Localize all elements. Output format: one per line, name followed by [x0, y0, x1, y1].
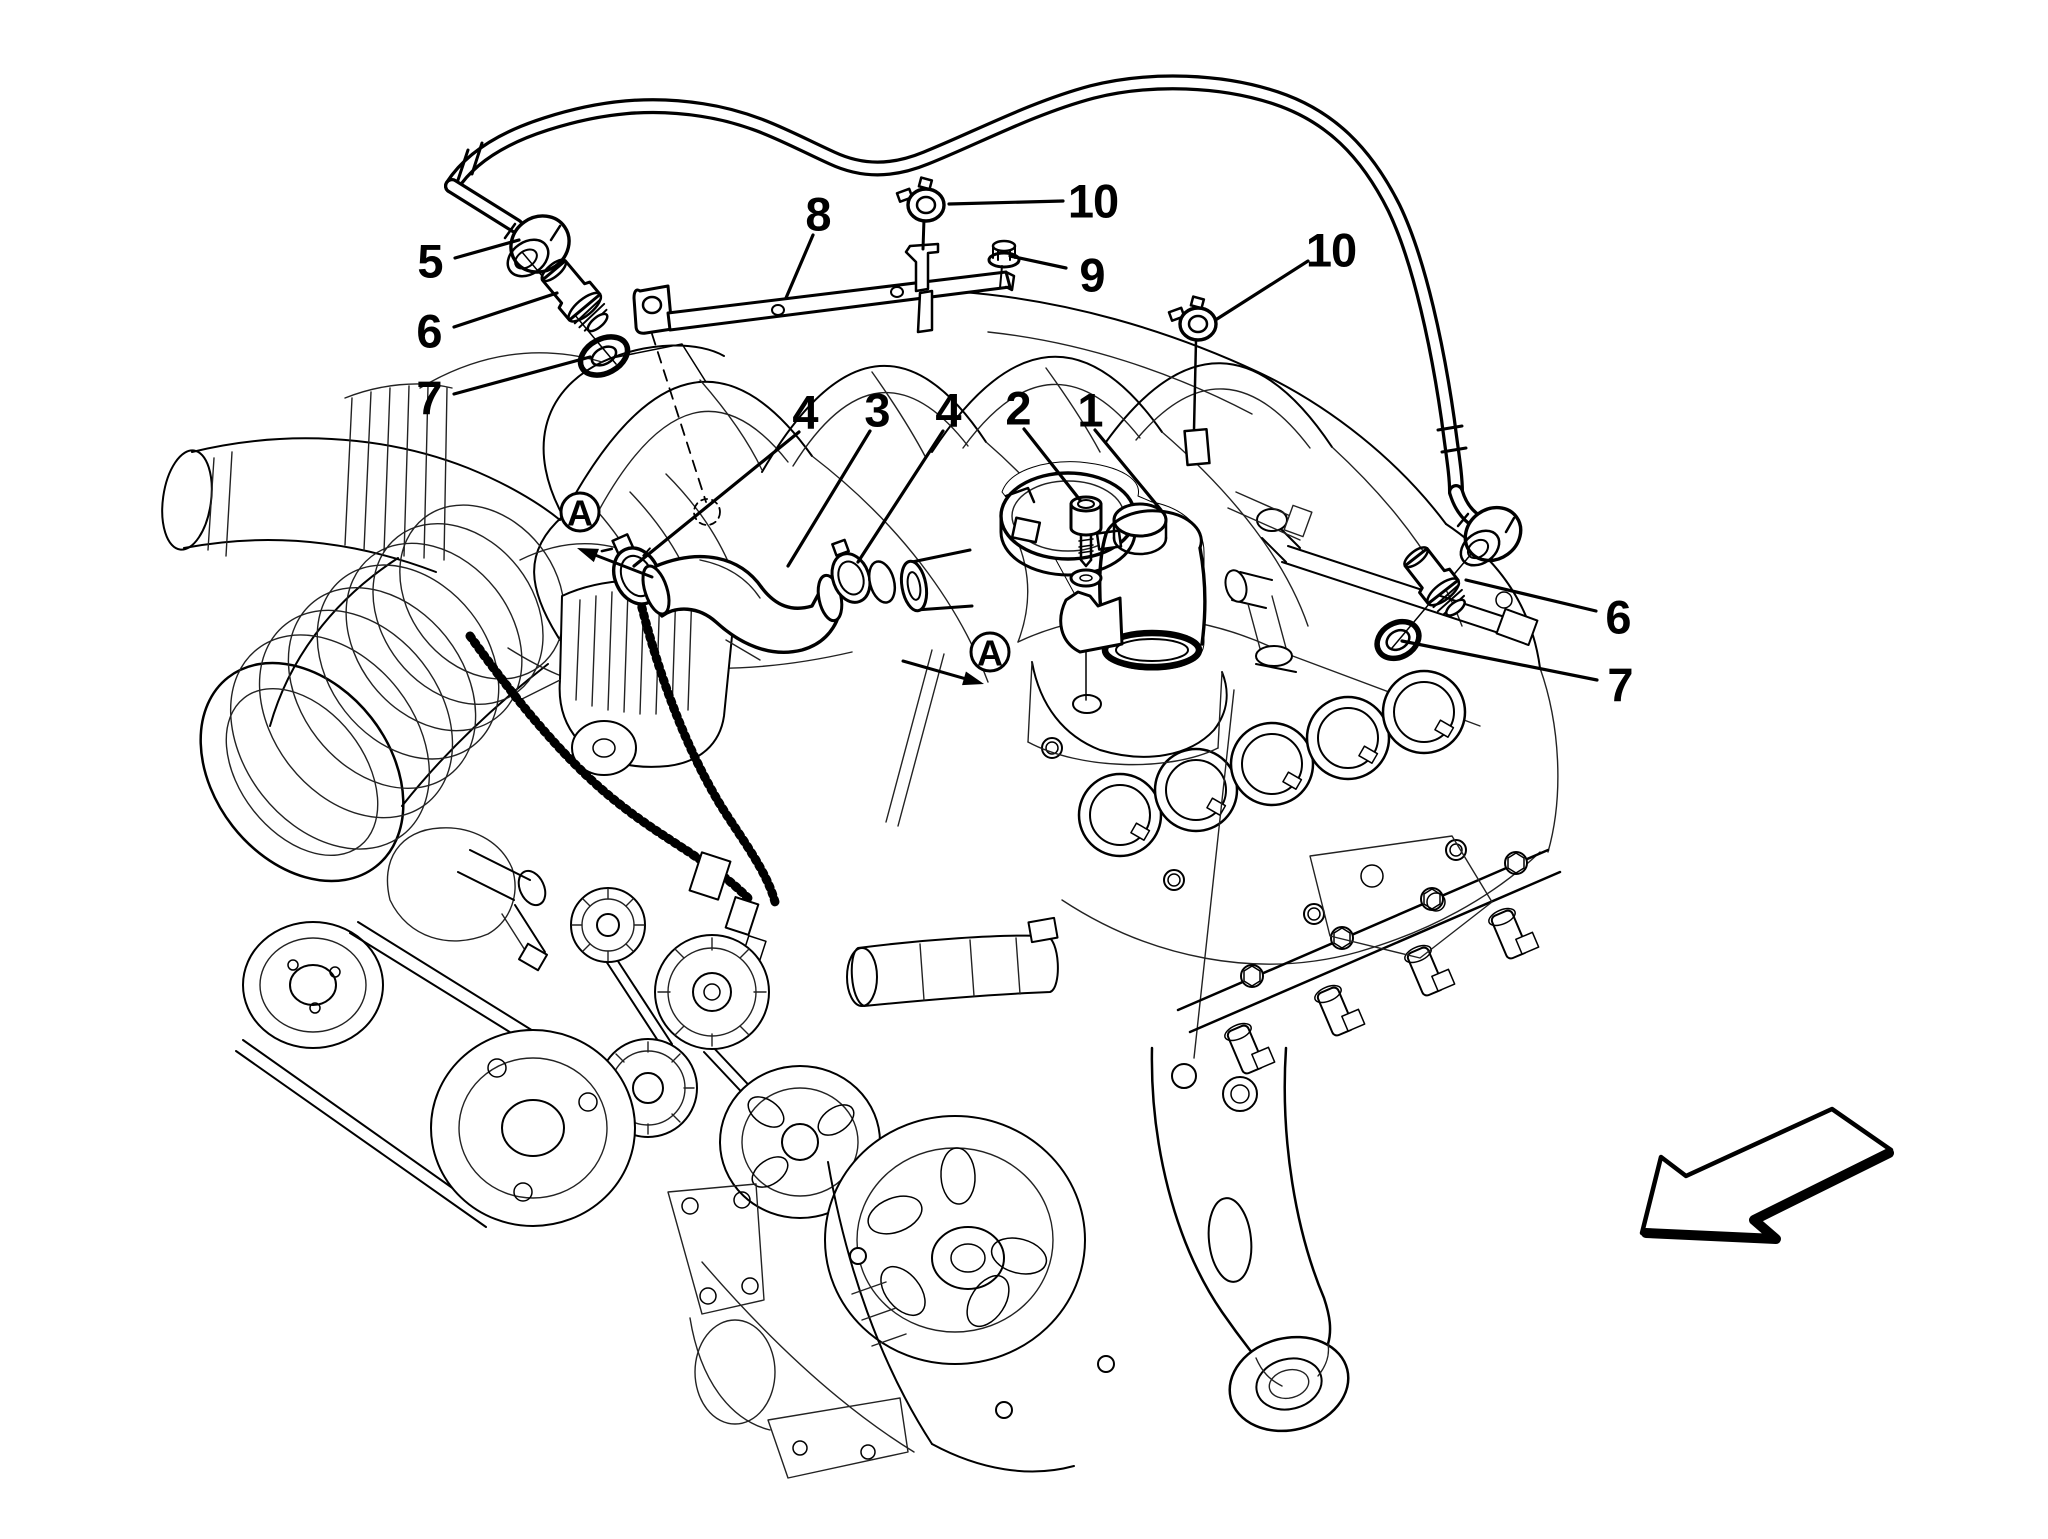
callout-6-left-leader	[452, 291, 559, 329]
view-marker-A-left-label: A	[567, 493, 593, 534]
callout-10-right-leader	[1215, 259, 1310, 321]
injector	[1224, 1022, 1276, 1075]
separator-o-ring	[1101, 629, 1203, 671]
crank-pulley	[719, 1065, 881, 1219]
union-nut-right	[1456, 505, 1523, 567]
callout-2-leader	[1022, 427, 1082, 502]
fuel-rail	[1227, 491, 1539, 647]
callout-9-label: 9	[1079, 249, 1104, 302]
clamp-part4-right	[830, 538, 872, 604]
rail-bolt	[1330, 926, 1354, 950]
flywheel-pulley	[824, 1115, 1086, 1365]
plug-port-rings	[1077, 669, 1467, 858]
rail-bolt	[1240, 964, 1264, 988]
callout-9-leader	[1008, 254, 1068, 270]
pipe-clip-part10-top	[895, 176, 946, 251]
washer-part7-right	[1374, 618, 1422, 662]
rail-bolt	[1420, 887, 1444, 911]
callout-5-leader	[453, 238, 521, 260]
locating-dashed-circle	[693, 498, 721, 526]
thermostat-housing	[386, 827, 549, 972]
view-marker-A-left-circle	[559, 491, 601, 533]
tensioner-pulley	[654, 934, 770, 1050]
rail-bolt	[1504, 851, 1528, 875]
pipe-clip-part10-right	[1167, 295, 1218, 467]
view-marker-A-right-arrow	[901, 659, 976, 683]
callout-4-left-label: 4	[792, 386, 818, 439]
direction-arrow	[1639, 1106, 1894, 1244]
callout-6-right-label: 6	[1605, 591, 1630, 644]
injector	[1404, 944, 1456, 997]
clutch-pulley	[430, 1029, 636, 1227]
vapour-recovery-pipe	[444, 74, 1496, 534]
separator-mounting-lug	[1059, 590, 1124, 654]
callout-10-top-leader	[947, 199, 1065, 206]
callout-8-label: 8	[805, 188, 830, 241]
callout-4-right-label: 4	[935, 384, 961, 437]
support-arm	[1150, 835, 1493, 1433]
callout-7-left-label: 7	[416, 372, 441, 425]
callout-6-right-leader	[1464, 578, 1598, 613]
callout-4-left-leader	[632, 430, 801, 568]
callout-4-right-leader	[856, 429, 945, 564]
view-marker-A-right-circle	[969, 631, 1011, 673]
adapter-part6-right	[1403, 546, 1466, 617]
inlet-hose	[161, 437, 561, 573]
view-marker-A-left-arrow	[584, 550, 654, 579]
callout-2-label: 2	[1005, 382, 1030, 435]
callout-5-label: 5	[417, 235, 442, 288]
view-marker-A-right-arrowhead	[962, 671, 984, 686]
starter-motor	[846, 916, 1059, 1007]
engine-block-lower	[667, 1161, 1115, 1479]
support-plate-part8	[632, 242, 1016, 335]
view-marker-A-left-arrowhead	[577, 548, 599, 563]
hose-ferrule	[1436, 424, 1468, 454]
injector	[1314, 984, 1366, 1037]
adapter-part6-left	[540, 258, 609, 333]
callout-7-right-leader	[1400, 639, 1599, 682]
callout-3-label: 3	[864, 384, 889, 437]
screw-part2	[1069, 495, 1103, 588]
nut-part9	[987, 239, 1021, 289]
engine-illustration	[161, 291, 1562, 1479]
idler-pulley	[570, 887, 646, 963]
callout-10-top-label: 10	[1068, 175, 1118, 228]
hose-ferrule	[456, 141, 484, 182]
separator-seat	[1027, 661, 1228, 766]
callout-7-left-leader	[452, 355, 592, 396]
injector-rail	[1176, 848, 1562, 1075]
accessory-drive	[235, 649, 1086, 1365]
callout-6-left-label: 6	[416, 305, 441, 358]
view-marker-A-right-label: A	[977, 633, 1003, 674]
ignition-coil	[1193, 569, 1297, 1059]
callout-10-right-label: 10	[1306, 224, 1356, 277]
alternator	[519, 579, 761, 776]
callout-1-leader	[1093, 428, 1163, 512]
oil-separator-part1	[999, 461, 1207, 701]
callout-8-leader	[784, 233, 815, 300]
injector	[1488, 907, 1540, 960]
direction-arrow-shadow	[1641, 1148, 1894, 1244]
callout-3-leader	[786, 429, 872, 568]
separator-inlet-port	[867, 548, 974, 613]
exploded-parts	[444, 74, 1523, 701]
cam-cover	[1007, 521, 1559, 965]
callout-1-label: 1	[1077, 384, 1102, 437]
washer-part7-left	[577, 334, 631, 378]
callout-7-right-label: 7	[1607, 659, 1632, 712]
locating-dashed-line	[651, 333, 707, 503]
install-pointer-line	[611, 343, 707, 383]
